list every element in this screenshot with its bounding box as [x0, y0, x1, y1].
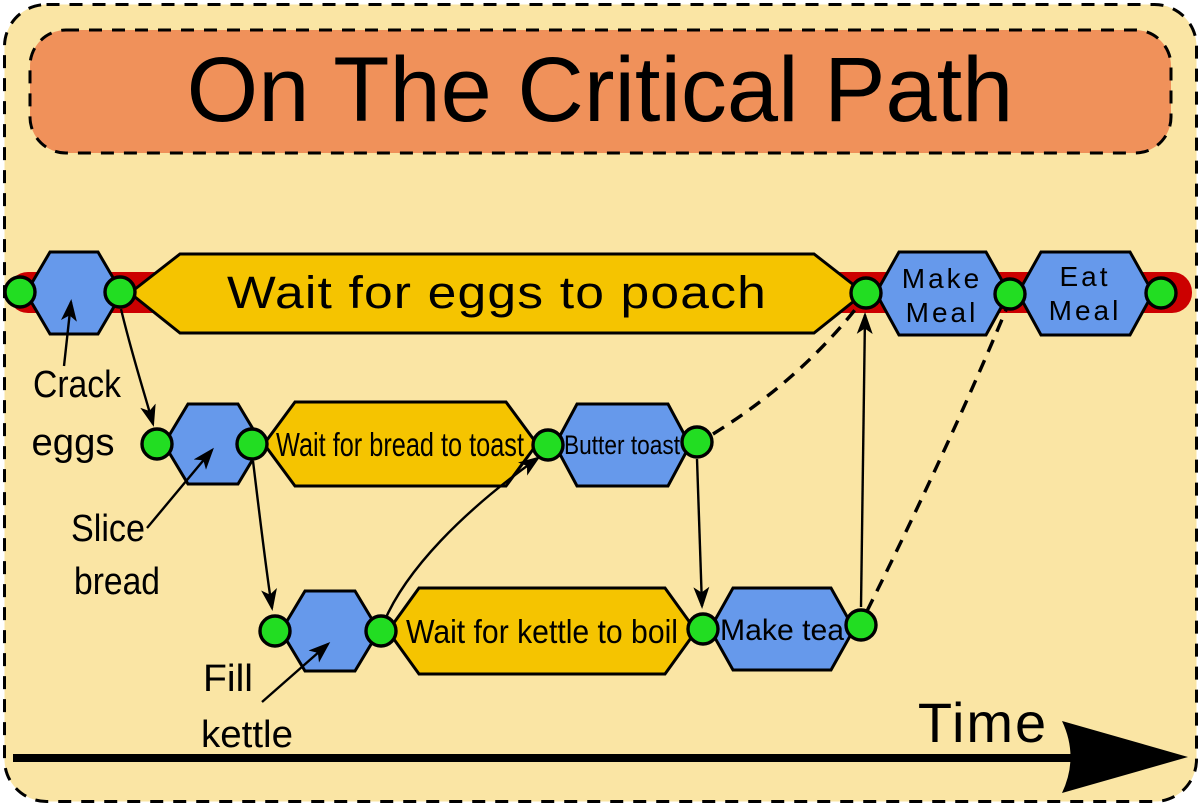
pointer-fill-kettle	[261, 642, 331, 703]
arrow-crack-to-slice	[119, 308, 156, 427]
make-meal-label-line1: Make	[902, 263, 982, 294]
butter-toast-label: Butter toast	[564, 430, 680, 460]
pointer-crack-eggs	[60, 299, 77, 367]
arrow-fill-to-butter	[382, 456, 541, 623]
arrow-slice-to-fill	[251, 460, 277, 611]
wait-bread-label: Wait for bread to toast	[276, 426, 524, 463]
node-start	[3, 275, 37, 309]
node-eggs-cracked	[103, 275, 137, 309]
wait-eggs-label: Wait for eggs to poach	[227, 267, 767, 318]
time-axis-arrowhead-icon	[1062, 721, 1188, 793]
arrow-butter-to-maketea	[693, 458, 710, 609]
time-axis-label: Time	[918, 691, 1048, 754]
eat-meal-label-line1: Eat	[1059, 261, 1110, 292]
dashed-arrow-butter-to-makemeal	[712, 304, 860, 436]
arrow-maketea-to-makemeal	[856, 312, 873, 608]
node-tea-made	[844, 608, 878, 642]
crack-eggs-label-line2: eggs	[32, 422, 115, 464]
dashed-arrow-maketea-to-eatmeal	[865, 309, 1008, 612]
fill-kettle-label-line1: Fill	[203, 658, 253, 700]
node-kettle-start	[258, 614, 292, 648]
slice-bread-label-line1: Slice	[71, 508, 145, 550]
node-meal-eaten	[1144, 276, 1178, 310]
make-tea-label: Make tea	[720, 614, 844, 647]
node-bread-toasted	[531, 428, 565, 462]
title-banner	[28, 28, 1173, 155]
node-kettle-boiled	[686, 612, 720, 646]
wait-kettle-label: Wait for kettle to boil	[406, 613, 678, 650]
node-meal-made	[993, 277, 1027, 311]
node-eggs-poached	[849, 276, 883, 310]
make-meal-label-line2: Meal	[906, 297, 979, 328]
node-bread-sliced	[235, 427, 269, 461]
node-toast-buttered	[680, 425, 714, 459]
pointer-slice-bread	[146, 447, 214, 529]
node-slice-start	[140, 427, 174, 461]
eat-meal-label-line2: Meal	[1049, 295, 1122, 326]
node-kettle-filled	[364, 614, 398, 648]
diagram-title: On The Critical Path	[187, 39, 1014, 141]
fill-kettle-label-line2: kettle	[201, 714, 293, 756]
crack-eggs-label-line1: Crack	[33, 364, 122, 406]
slice-bread-label-line2: bread	[74, 561, 160, 603]
